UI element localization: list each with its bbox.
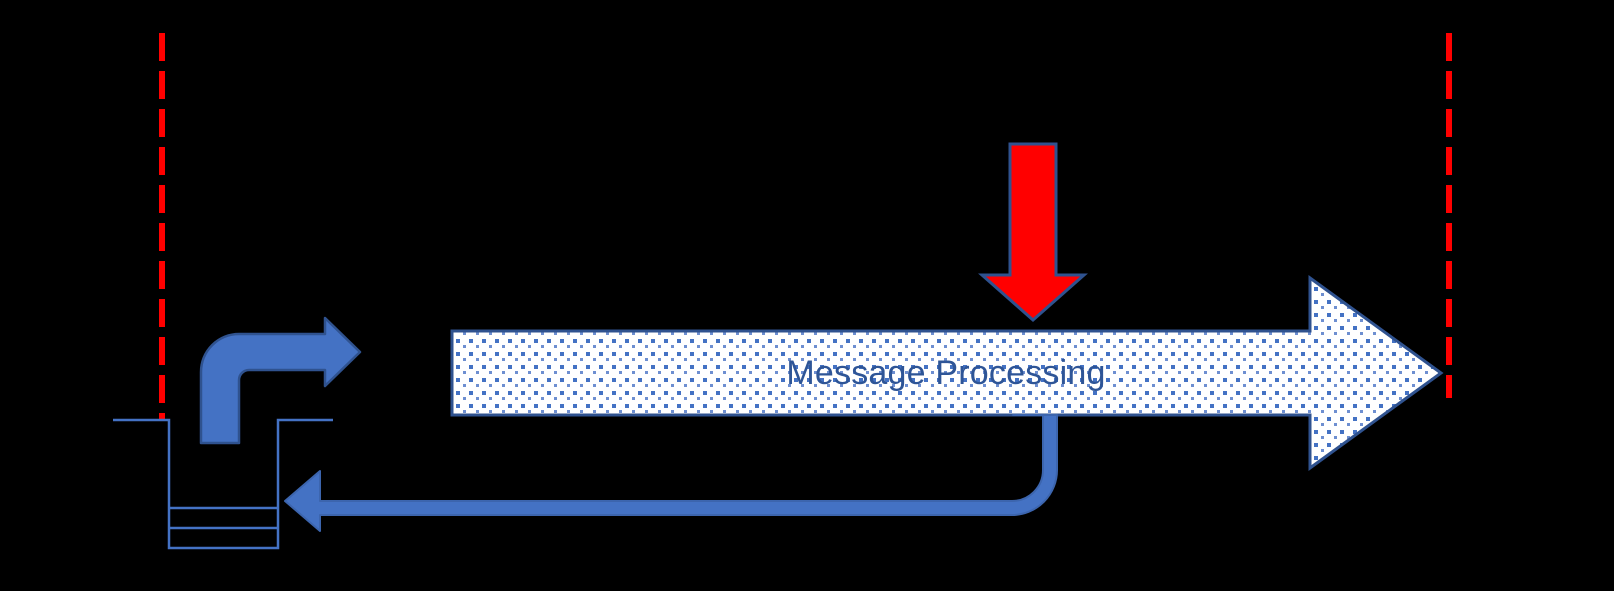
incoming-message-arrow xyxy=(978,142,1088,323)
message-processing-arrow xyxy=(450,275,1444,471)
message-queue xyxy=(113,418,333,550)
response-return-arrow xyxy=(284,414,1058,532)
dequeue-elbow-arrow xyxy=(199,316,362,445)
